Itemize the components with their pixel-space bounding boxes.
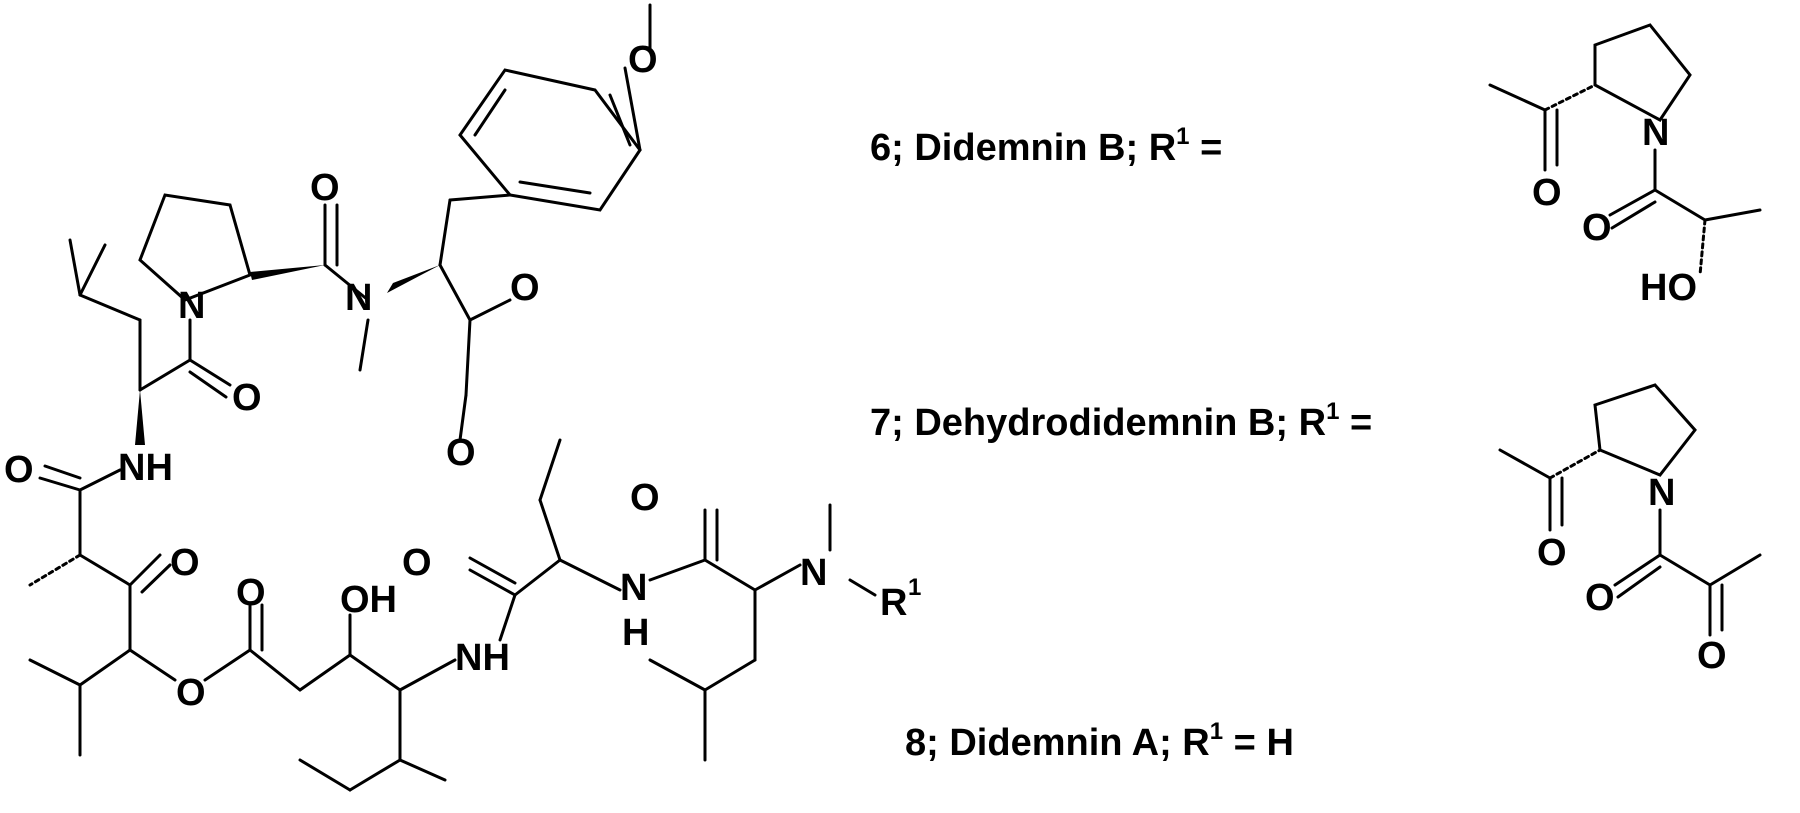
atom-n-1: N <box>345 277 372 319</box>
caption-7: 7; Dehydrodidemnin B; R1 = <box>870 398 1372 444</box>
atom-o-1: O <box>310 167 340 209</box>
r1-didemnin-b-atoms: N O O HO <box>1532 112 1697 309</box>
atom-o-5: O <box>170 542 200 584</box>
atom-o-3: O <box>232 377 262 419</box>
atom-o-2: O <box>510 267 540 309</box>
r1b-ho: HO <box>1640 267 1697 309</box>
atom-methoxy-o: O <box>628 39 658 81</box>
r1b-o-2: O <box>1582 207 1612 249</box>
r1-didemnin-b-structure <box>1488 23 1762 277</box>
compound-captions: 6; Didemnin B; R1 = 7; Dehydrodidemnin B… <box>870 123 1372 764</box>
caption-8: 8; Didemnin A; R1 = H <box>905 718 1294 764</box>
atom-n-3: N <box>800 552 827 594</box>
r1d-o-2: O <box>1585 577 1615 619</box>
macrocycle-structure <box>28 3 877 792</box>
atom-o-4: O <box>4 449 34 491</box>
caption-6: 6; Didemnin B; R1 = <box>870 123 1222 169</box>
atom-r-main-sup: 1 <box>908 574 921 601</box>
atom-r-main: R <box>880 582 907 624</box>
atom-o-8: O <box>630 477 660 519</box>
atom-ester-o-1: O <box>446 432 476 474</box>
r1d-o-1: O <box>1537 532 1567 574</box>
r1d-n: N <box>1648 472 1675 514</box>
atom-n-proline: N <box>178 285 205 327</box>
atom-ester-o-2: O <box>176 672 206 714</box>
atom-n-2: N <box>620 567 647 609</box>
r1d-o-3: O <box>1697 635 1727 677</box>
atom-o-6: O <box>402 542 432 584</box>
r1b-o-1: O <box>1532 172 1562 214</box>
r1-dehydrodidemnin-b-atoms: N O O O <box>1537 472 1727 677</box>
atom-oh: OH <box>340 579 397 621</box>
atom-nh-1: NH <box>118 447 173 489</box>
macrocycle-atom-labels: O O N O N O O NH O O O OH O O NH O N H N… <box>4 39 921 714</box>
atom-h-1: H <box>622 612 649 654</box>
atom-o-7: O <box>236 572 266 614</box>
r1-dehydrodidemnin-b-structure <box>1498 383 1762 637</box>
r1b-n: N <box>1642 112 1669 154</box>
atom-nh-2: NH <box>455 637 510 679</box>
